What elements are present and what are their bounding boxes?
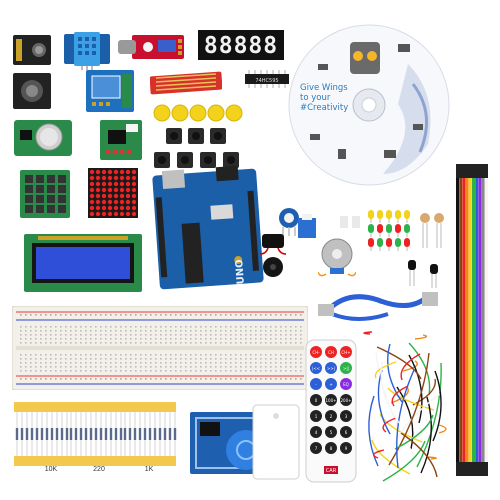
- remote-button[interactable]: 200+: [340, 394, 352, 406]
- remote-button-label: 8: [330, 446, 333, 451]
- remote-button-label: 3: [345, 414, 348, 419]
- cd-text-line2: to your: [300, 93, 331, 103]
- stepper-driver-board: [100, 120, 142, 160]
- remote-button[interactable]: 9: [340, 442, 352, 454]
- remote-button[interactable]: |<<: [310, 362, 322, 374]
- remote-button-label: EQ: [343, 382, 349, 387]
- breadboard: [12, 306, 308, 390]
- remote-button[interactable]: 8: [325, 442, 337, 454]
- remote-button[interactable]: 6: [340, 426, 352, 438]
- remote-button[interactable]: 7: [310, 442, 322, 454]
- remote-button-label: 6: [345, 430, 348, 435]
- jumper-wire-ribbon: [452, 162, 492, 478]
- tactile-push-buttons: [152, 126, 244, 172]
- remote-button-label: 2: [330, 414, 333, 419]
- water-level-sensor: [150, 68, 222, 98]
- remote-button[interactable]: 3: [340, 410, 352, 422]
- remote-button[interactable]: 2: [325, 410, 337, 422]
- rtc-module: [14, 120, 72, 156]
- resistor-tapes: [10, 400, 186, 482]
- arduino-uno-board: UNO: [150, 166, 266, 292]
- uno-label: UNO: [234, 259, 247, 285]
- remote-button-label: CH+: [341, 350, 350, 355]
- ir-receiver-leds: [338, 214, 364, 232]
- chip-label: 74HC595: [255, 78, 278, 84]
- remote-button-label: 9: [345, 446, 348, 451]
- seven-segment-display: 88888: [198, 30, 284, 60]
- jumper-wires-pile: [360, 326, 452, 486]
- remote-button-label: +: [329, 382, 332, 387]
- battery-clip: [258, 232, 288, 256]
- rotary-encoder-module: [12, 72, 52, 110]
- remote-button[interactable]: CH+: [340, 346, 352, 358]
- cd-text-line3: #Creativity: [300, 103, 348, 113]
- remote-button-label: 5: [330, 430, 333, 435]
- ir-remote-control: CAR CH- CH CH+ |<< >>| >|| - + EQ 0 100+ 200+ 1 2 3 4 5 6…: [304, 338, 358, 484]
- remote-button-label: 1: [315, 414, 318, 419]
- remote-button[interactable]: 0: [310, 394, 322, 406]
- dht11-sensor: [64, 30, 110, 70]
- resistor-label-10k: 10K: [44, 466, 58, 473]
- led-assortment: [366, 208, 414, 254]
- transistors: [404, 258, 444, 288]
- remote-button[interactable]: 1: [310, 410, 322, 422]
- remote-button-label: -: [315, 382, 317, 387]
- remote-button-label: 200+: [341, 398, 352, 403]
- rfid-card: [252, 404, 300, 480]
- sound-sensor-module: [118, 34, 184, 60]
- resistor-label-220: 220: [93, 466, 105, 473]
- remote-button-label: 100+: [326, 398, 337, 403]
- yellow-button-caps: [152, 104, 244, 122]
- lcd-1602-display: [24, 234, 142, 292]
- button-keypad-matrix: [20, 170, 70, 218]
- remote-button-label: >||: [343, 366, 349, 371]
- remote-button[interactable]: 4: [310, 426, 322, 438]
- remote-button[interactable]: 100+: [325, 394, 337, 406]
- remote-button-label: >>|: [327, 366, 335, 371]
- servo-motor: [296, 214, 318, 240]
- joystick-button-module: [12, 34, 52, 66]
- potentiometer: [276, 206, 302, 236]
- buzzer: [262, 256, 284, 278]
- shift-register-chip: 74HC595: [244, 70, 290, 88]
- remote-button-label: 7: [315, 446, 318, 451]
- remote-button[interactable]: CH-: [310, 346, 322, 358]
- stepper-motor: [318, 236, 356, 278]
- remote-button-label: CH: [328, 350, 334, 355]
- remote-button[interactable]: CH: [325, 346, 337, 358]
- remote-button-label: CH-: [312, 350, 320, 355]
- relay-module: [86, 70, 134, 112]
- remote-button-label: 0: [315, 398, 318, 403]
- remote-button-label: 4: [315, 430, 318, 435]
- resistor-label-1k: 1K: [144, 466, 154, 473]
- remote-brand: CAR: [326, 468, 337, 474]
- photoresistors: [418, 210, 446, 248]
- cd-text-line1: Give Wings: [300, 83, 348, 93]
- usb-cable: [318, 284, 438, 326]
- remote-button[interactable]: -: [310, 378, 322, 390]
- remote-button[interactable]: 5: [325, 426, 337, 438]
- remote-button[interactable]: >>|: [325, 362, 337, 374]
- remote-button[interactable]: +: [325, 378, 337, 390]
- remote-button[interactable]: >||: [340, 362, 352, 374]
- software-cd: Give Wings to your #Creativity: [288, 24, 450, 186]
- led-dot-matrix: [88, 168, 138, 218]
- segment-digits: 88888: [204, 33, 278, 59]
- remote-button-label: |<<: [312, 366, 320, 371]
- remote-button[interactable]: EQ: [340, 378, 352, 390]
